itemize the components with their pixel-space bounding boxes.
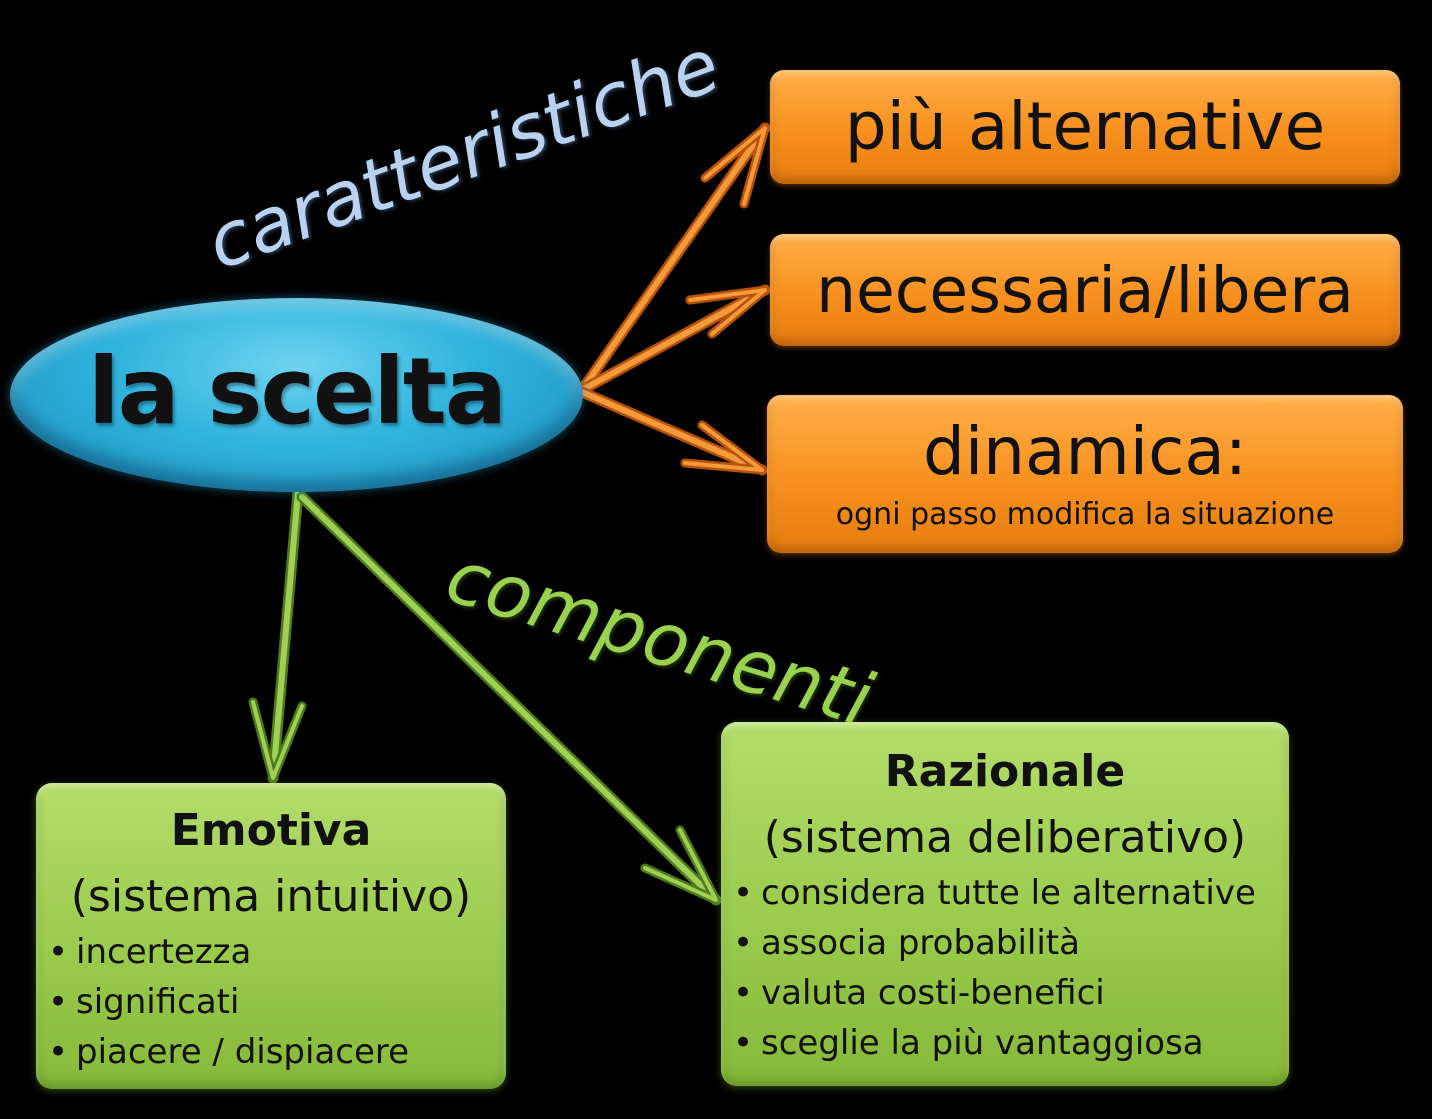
component-bullet-list: •considera tutte le alternative •associa… xyxy=(721,868,1289,1068)
component-bullet-list: •incertezza •significati •piacere / disp… xyxy=(36,927,506,1077)
component-box-razionale: Razionale (sistema deliberativo) •consid… xyxy=(721,722,1289,1086)
characteristic-label: dinamica: xyxy=(922,413,1248,490)
bullet-text: valuta costi-benefici xyxy=(761,973,1105,1013)
bullet-text: piacere / dispiacere xyxy=(76,1032,410,1072)
list-item: •piacere / dispiacere xyxy=(48,1032,410,1072)
arrow-to-piu-alternative xyxy=(576,122,771,396)
characteristic-box-dinamica: dinamica: ogni passo modifica la situazi… xyxy=(767,395,1403,553)
list-item: •incertezza xyxy=(48,932,252,972)
characteristic-label: più alternative xyxy=(844,88,1326,165)
component-title: Emotiva xyxy=(170,805,372,856)
bullet-text: sceglie la più vantaggiosa xyxy=(761,1023,1204,1063)
central-node: la scelta xyxy=(10,298,583,492)
list-item: •sceglie la più vantaggiosa xyxy=(733,1023,1204,1063)
component-subtitle: (sistema deliberativo) xyxy=(763,812,1247,863)
bullet-text: considera tutte le alternative xyxy=(761,873,1256,913)
component-subtitle: (sistema intuitivo) xyxy=(70,871,472,922)
central-node-label: la scelta xyxy=(88,337,507,445)
bullet-text: associa probabilità xyxy=(761,923,1080,963)
characteristic-detail: ogni passo modifica la situazione xyxy=(835,497,1335,532)
bullet-text: significati xyxy=(76,982,240,1022)
list-item: •associa probabilità xyxy=(733,923,1080,963)
list-item: •significati xyxy=(48,982,240,1022)
list-item: •considera tutte le alternative xyxy=(733,873,1256,913)
characteristic-label: necessaria/libera xyxy=(816,253,1354,327)
arrow-to-razionale xyxy=(296,491,722,906)
component-title: Razionale xyxy=(884,746,1126,797)
arrow-to-emotiva xyxy=(248,486,307,784)
characteristic-box-piu-alternative: più alternative xyxy=(770,70,1400,184)
bullet-text: incertezza xyxy=(76,932,252,972)
component-box-emotiva: Emotiva (sistema intuitivo) •incertezza … xyxy=(36,783,506,1089)
arrow-to-necessaria-libera xyxy=(576,284,771,396)
list-item: •valuta costi-benefici xyxy=(733,973,1105,1013)
characteristic-box-necessaria-libera: necessaria/libera xyxy=(770,234,1400,346)
arrow-to-dinamica xyxy=(576,386,768,476)
